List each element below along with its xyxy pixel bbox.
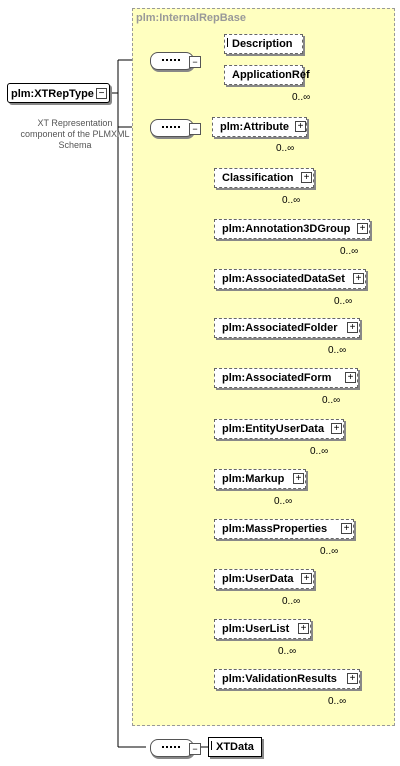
element-application-ref[interactable]: ApplicationRef — [224, 65, 310, 85]
element-xt-data[interactable]: XTData — [208, 737, 262, 757]
element-user-list[interactable]: plm:UserList + — [214, 619, 311, 639]
collapse-icon[interactable]: − — [189, 56, 201, 68]
expand-icon[interactable]: + — [345, 372, 356, 383]
collapse-icon[interactable]: − — [189, 123, 201, 135]
element-associated-folder[interactable]: plm:AssociatedFolder + — [214, 318, 360, 338]
expand-icon[interactable]: + — [295, 121, 306, 132]
cardinality-label: 0..∞ — [292, 92, 311, 103]
sequence-icon — [162, 59, 180, 63]
cardinality-label: 0..∞ — [334, 296, 353, 307]
collapse-icon[interactable]: − — [96, 88, 107, 99]
element-markup[interactable]: plm:Markup + — [214, 469, 306, 489]
element-associated-data-set[interactable]: plm:AssociatedDataSet + — [214, 269, 366, 289]
collapse-icon[interactable]: − — [189, 743, 201, 755]
element-label: plm:MassProperties — [222, 523, 328, 535]
element-label: XTData — [216, 741, 254, 753]
expand-icon[interactable]: + — [293, 473, 304, 484]
cardinality-label: 0..∞ — [320, 546, 339, 557]
element-label: plm:AssociatedDataSet — [222, 273, 345, 285]
element-label: plm:Attribute — [220, 121, 290, 133]
element-associated-form[interactable]: plm:AssociatedForm + — [214, 368, 358, 388]
documentation-icon — [227, 38, 231, 47]
cardinality-label: 0..∞ — [282, 596, 301, 607]
sequence-compositor-3[interactable]: − — [150, 739, 201, 757]
element-validation-results[interactable]: plm:ValidationResults + — [214, 669, 360, 689]
element-label: plm:UserList — [222, 623, 290, 635]
element-annotation3d-group[interactable]: plm:Annotation3DGroup + — [214, 219, 370, 239]
element-label: plm:Annotation3DGroup — [222, 223, 351, 235]
root-element-xtreptype[interactable]: plm:XTRepType − — [7, 83, 110, 103]
cardinality-label: 0..∞ — [340, 246, 359, 257]
element-label: Description — [232, 38, 293, 50]
expand-icon[interactable]: + — [353, 273, 364, 284]
element-label: plm:AssociatedFolder — [222, 322, 338, 334]
expand-icon[interactable]: + — [357, 223, 368, 234]
element-label: plm:UserData — [222, 573, 294, 585]
element-description[interactable]: Description — [224, 34, 303, 54]
element-label: plm:ValidationResults — [222, 673, 337, 685]
expand-icon[interactable]: + — [298, 623, 309, 634]
element-label: Classification — [222, 172, 294, 184]
expand-icon[interactable]: + — [341, 523, 352, 534]
region-title: plm:InternalRepBase — [136, 12, 247, 24]
sequence-compositor-1[interactable]: − — [150, 52, 201, 70]
expand-icon[interactable]: + — [347, 322, 358, 333]
sequence-icon — [162, 126, 180, 130]
element-label: ApplicationRef — [232, 69, 310, 81]
cardinality-label: 0..∞ — [276, 143, 295, 154]
root-element-label: plm:XTRepType — [11, 88, 94, 100]
element-label: plm:EntityUserData — [222, 423, 325, 435]
expand-icon[interactable]: + — [347, 673, 358, 684]
element-description: XT Representation component of the PLMXM… — [20, 118, 130, 150]
cardinality-label: 0..∞ — [310, 446, 329, 457]
element-label: plm:Markup — [222, 473, 285, 485]
cardinality-label: 0..∞ — [328, 345, 347, 356]
element-attribute[interactable]: plm:Attribute + — [212, 117, 307, 137]
element-user-data[interactable]: plm:UserData + — [214, 569, 314, 589]
expand-icon[interactable]: + — [301, 172, 312, 183]
sequence-compositor-2[interactable]: − — [150, 119, 201, 137]
cardinality-label: 0..∞ — [322, 395, 341, 406]
cardinality-label: 0..∞ — [278, 646, 297, 657]
documentation-icon — [211, 741, 215, 750]
expand-icon[interactable]: + — [331, 423, 342, 434]
cardinality-label: 0..∞ — [282, 195, 301, 206]
expand-icon[interactable]: + — [301, 573, 312, 584]
element-label: plm:AssociatedForm — [222, 372, 332, 384]
element-entity-user-data[interactable]: plm:EntityUserData + — [214, 419, 344, 439]
cardinality-label: 0..∞ — [328, 696, 347, 707]
sequence-icon — [162, 746, 180, 750]
element-mass-properties[interactable]: plm:MassProperties + — [214, 519, 354, 539]
element-classification[interactable]: Classification + — [214, 168, 314, 188]
cardinality-label: 0..∞ — [274, 496, 293, 507]
